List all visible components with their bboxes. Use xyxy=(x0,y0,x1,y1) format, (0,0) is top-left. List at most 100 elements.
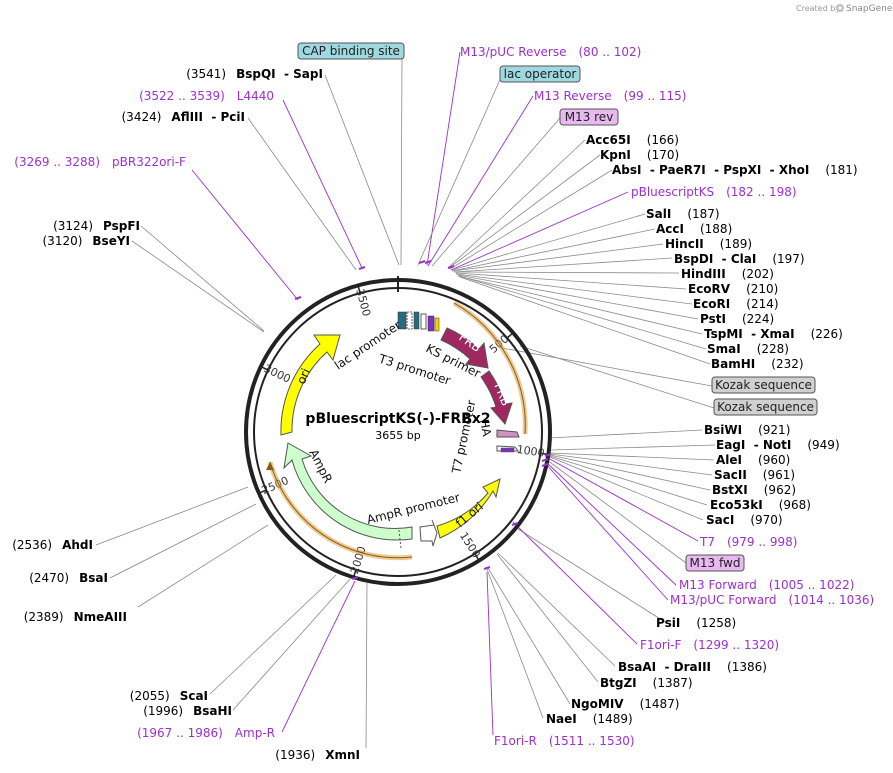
tick-mark-1000 xyxy=(540,452,549,456)
leader-hincii xyxy=(452,243,664,272)
position-afliii-pcii: (3424) xyxy=(122,110,162,124)
leader-sali xyxy=(451,213,646,271)
label-bstxi: BstXI(962) xyxy=(712,483,796,497)
leader-ahdi xyxy=(95,486,249,546)
leader-scai xyxy=(209,574,337,695)
primer-name-amp-r: Amp-R xyxy=(235,726,275,740)
position-acci: (188) xyxy=(700,222,732,236)
position-kpni: (170) xyxy=(647,148,679,162)
enzyme-name-eco53ki: Eco53kI xyxy=(710,498,763,512)
leader-sapi xyxy=(324,74,400,266)
orf-arcs xyxy=(266,300,528,561)
label-kpni: KpnI(170) xyxy=(600,148,679,162)
enzyme-name-afliii-pcii: AflIII - PciI xyxy=(171,110,245,124)
position-f1ori-f: (1299 .. 1320) xyxy=(693,638,779,652)
box-text-1: lac operator xyxy=(504,67,577,81)
tick-label-1000: 1000 xyxy=(516,443,546,460)
position-saci: (970) xyxy=(750,513,782,527)
label-amp-r: (1967 .. 1986)Amp-R xyxy=(137,726,275,740)
leader-hindiii xyxy=(454,271,680,274)
leader-pspfi xyxy=(140,225,265,332)
label-bsahi: (1996)BsaHI xyxy=(143,704,232,718)
leader-m13-reverse xyxy=(427,95,534,267)
position-sacii: (961) xyxy=(763,468,795,482)
leader-m13-rev xyxy=(431,117,561,267)
label-hindiii: HindIII(202) xyxy=(681,267,774,281)
frb-feature-2 xyxy=(480,370,513,425)
position-pspfi: (3124) xyxy=(53,219,93,233)
box-text-5: M13 fwd xyxy=(690,556,741,570)
enzyme-name-saci: SacI xyxy=(706,513,734,527)
leader-t7 xyxy=(547,457,699,542)
enzyme-name-bsai: BsaI xyxy=(79,571,108,585)
leader-nmeaiii xyxy=(137,524,269,608)
leader-psii xyxy=(514,526,666,623)
label-m13-reverse: M13 Reverse (99 .. 115) xyxy=(534,89,686,103)
leader-bseyi xyxy=(131,240,265,333)
label-acci: AccI(188) xyxy=(656,222,732,236)
label-bamhi: BamHI(232) xyxy=(711,357,804,371)
leader-btgzi xyxy=(496,553,599,683)
leader-psti xyxy=(457,274,699,320)
leader-m13-fwd xyxy=(546,459,687,564)
box-kozak-sequence-4: Kozak sequence xyxy=(713,398,818,416)
leader-bsiwi xyxy=(548,429,703,439)
leader-l4440 xyxy=(282,99,363,269)
leader-alei xyxy=(549,452,715,461)
label-m13-puc-forward: M13/pUC Forward(1014 .. 1036) xyxy=(670,593,874,607)
label-ahdi: (2536) AhdI xyxy=(12,538,93,552)
leader-kozak-1 xyxy=(501,347,713,387)
leader-m13puc-reverse xyxy=(426,51,461,266)
box-m13-rev-2: M13 rev xyxy=(559,108,619,126)
box-bg-2 xyxy=(559,108,619,126)
label-nmeaiii: (2389)NmeAIII xyxy=(24,610,127,624)
position-ecorv: (210) xyxy=(746,282,778,296)
enzyme-name-naei: NaeI xyxy=(546,712,577,726)
primer-name-m13-reverse: M13 Reverse xyxy=(534,89,612,103)
position-psti: (224) xyxy=(742,312,774,326)
position-m13-puc-reverse: (80 .. 102) xyxy=(579,45,642,59)
label-btgzi: BtgZI(1387) xyxy=(600,676,693,690)
enzyme-name-bsiwi: BsiWI xyxy=(704,423,742,437)
primer-site-mark-2 xyxy=(447,265,455,269)
label-pbr322ori-f: (3269 .. 3288)pBR322ori-F xyxy=(14,155,186,169)
enzyme-name-hincii: HincII xyxy=(665,237,704,251)
label-bspqi-sapi: (3541)BspQI - SapI xyxy=(186,67,323,81)
box-lac-operator-1: lac operator xyxy=(499,65,581,83)
primer-site-mark-7 xyxy=(483,566,491,570)
leader-saci xyxy=(549,456,704,521)
position-pbluescriptks: (182 .. 198) xyxy=(726,185,796,199)
box-bg-0 xyxy=(297,42,405,60)
enzyme-name-smai: SmaI xyxy=(707,342,741,356)
label-pbluescriptks: pBluescriptKS(182 .. 198) xyxy=(631,185,797,199)
leader-bamhi xyxy=(459,276,711,365)
lac-operator-marker xyxy=(413,311,420,330)
position-bspqi-sapi: (3541) xyxy=(186,67,226,81)
box-text-4: Kozak sequence xyxy=(717,400,814,414)
leader-naei xyxy=(486,568,544,719)
snapgene-logo-icon xyxy=(836,4,844,12)
box-bg-1 xyxy=(499,65,581,83)
ori-label: ori xyxy=(294,366,313,386)
enzyme-name-ahdi: AhdI xyxy=(62,538,93,552)
primer-name-l4440: L4440 xyxy=(237,89,274,103)
label-sacii: SacII(961) xyxy=(714,468,795,482)
ampr-feature xyxy=(283,442,413,541)
position-m13-puc-forward: (1014 .. 1036) xyxy=(789,593,875,607)
enzyme-name-btgzi: BtgZI xyxy=(600,676,637,690)
position-bsaai-draiii: (1386) xyxy=(727,660,767,674)
label-bsaai-draiii: BsaAI - DraIII(1386) xyxy=(618,660,767,674)
orf-arc-frb-line xyxy=(453,302,526,435)
position-t7: (979 .. 998) xyxy=(727,535,797,549)
tick-label-1500: 1500 xyxy=(457,530,483,561)
tick-mark-2000 xyxy=(352,569,357,578)
position-m13-reverse: (99 .. 115) xyxy=(624,89,687,103)
enzyme-name-bseyi: BseYI xyxy=(92,234,130,248)
position-ahdi: (2536) xyxy=(12,538,52,552)
enzyme-name-tspmi-xmai: TspMI - XmaI xyxy=(704,327,795,341)
label-hincii: HincII(189) xyxy=(665,237,752,251)
enzyme-name-hindiii: HindIII xyxy=(681,267,726,281)
orf-arc-ampr-line xyxy=(269,461,413,559)
